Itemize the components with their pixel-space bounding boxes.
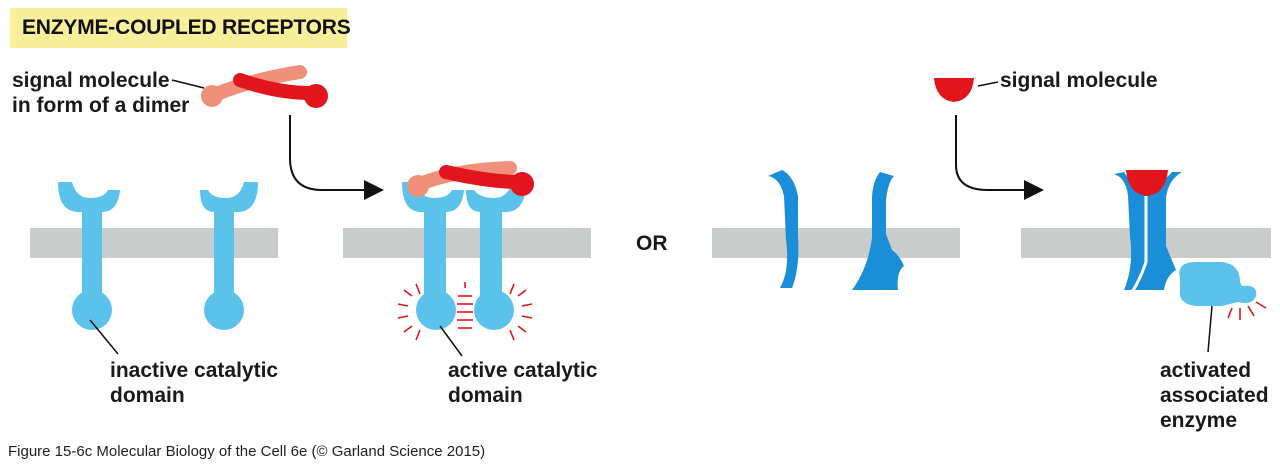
activation-sparks-middle bbox=[457, 282, 473, 329]
binding-arrow-2 bbox=[955, 115, 1044, 200]
active-domain-pointer bbox=[439, 325, 463, 357]
enzyme-pointer bbox=[1207, 305, 1213, 353]
signal-dimer-label: signal molecule in form of a dimer bbox=[12, 69, 190, 117]
binding-arrow-1 bbox=[289, 115, 384, 200]
enzyme-activation-sparks bbox=[1227, 301, 1267, 320]
membrane-2 bbox=[343, 228, 591, 258]
inactive-receptor-right bbox=[200, 182, 258, 330]
active-receptor-right bbox=[466, 182, 526, 330]
activation-sparks-left bbox=[397, 283, 421, 341]
figure-title: ENZYME-COUPLED RECEPTORS bbox=[22, 16, 351, 39]
enzyme-label: activated associated enzyme bbox=[1160, 359, 1269, 432]
inactive-domain-pointer bbox=[89, 319, 119, 355]
associated-enzyme bbox=[1179, 262, 1257, 306]
receptor-half-left bbox=[768, 170, 799, 288]
active-domain-label: active catalytic domain bbox=[448, 359, 598, 407]
inactive-receptor-left bbox=[58, 182, 120, 330]
inactive-domain-label: inactive catalytic domain bbox=[110, 359, 279, 407]
signal-dimer-bound bbox=[407, 161, 534, 197]
signal-monomer-bound bbox=[1126, 170, 1168, 196]
or-separator: OR bbox=[636, 232, 668, 255]
signal-pointer-2 bbox=[977, 81, 999, 87]
membrane-3 bbox=[712, 228, 960, 258]
active-receptor-left bbox=[402, 182, 464, 330]
membrane-1 bbox=[30, 228, 278, 258]
signal-monomer-label: signal molecule bbox=[1000, 69, 1158, 92]
activation-sparks-right bbox=[509, 283, 533, 341]
receptor-gap bbox=[1130, 196, 1148, 293]
signal-dimer-free bbox=[201, 65, 328, 108]
signal-pointer-1 bbox=[171, 79, 205, 89]
activated-receptor bbox=[1114, 172, 1182, 290]
signal-monomer-free bbox=[934, 78, 974, 102]
figure-caption: Figure 15-6c Molecular Biology of the Ce… bbox=[8, 443, 486, 460]
title-banner bbox=[10, 8, 347, 48]
receptor-half-right bbox=[852, 172, 904, 290]
